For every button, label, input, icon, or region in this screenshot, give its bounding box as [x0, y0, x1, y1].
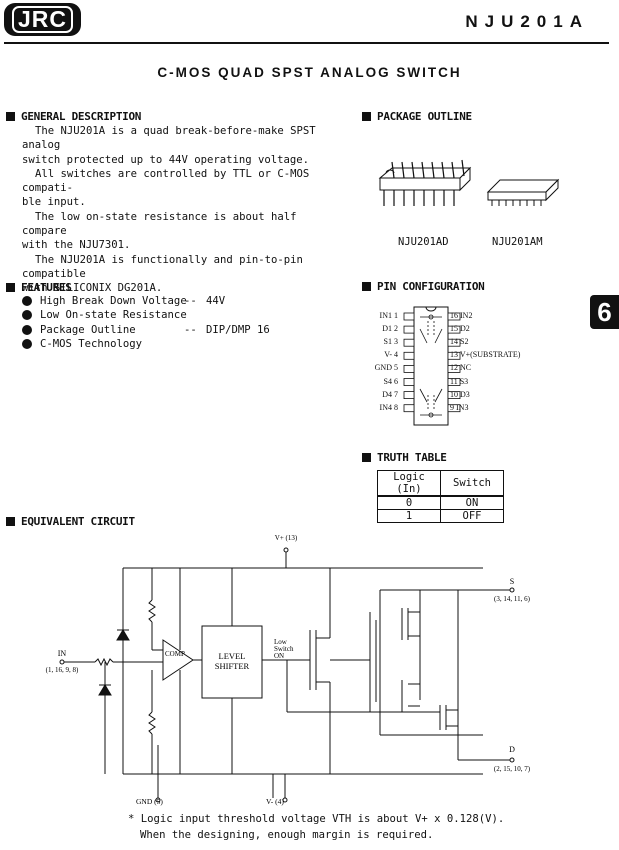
header-rule	[4, 42, 609, 44]
pin-label: 11 S3	[450, 376, 469, 386]
circuit-switch-label: Switch	[274, 645, 294, 653]
jrc-logo: JRC	[4, 3, 81, 36]
circuit-comp: COMP	[165, 650, 185, 658]
pin-box	[403, 365, 415, 373]
footnote: * Logic input threshold voltage VTH is a…	[128, 811, 504, 843]
pin-box	[447, 391, 461, 399]
dmp16-package-icon	[486, 178, 560, 206]
pin-box	[403, 404, 415, 413]
pin-label: S4 6	[383, 376, 398, 386]
table-header-row: Logic (In) Switch	[377, 470, 504, 497]
pin-box	[447, 351, 461, 360]
column-header: Logic (In)	[377, 470, 441, 497]
pin-box	[403, 338, 415, 347]
pin-label: IN1 1	[379, 311, 398, 320]
description-line: The NJU201A is functionally and pin-to-p…	[22, 253, 303, 280]
description-line: The NJU201A is a quad break-before-make …	[22, 125, 316, 152]
pin-label: 10 D3	[450, 389, 470, 399]
truth-table: Logic (In) Switch 0 ON 1 OFF	[377, 470, 504, 523]
circuit-gnd: GND (5)	[136, 797, 163, 806]
pin-configuration-heading: PIN CONFIGURATION	[362, 280, 485, 293]
package-label-dip: NJU201AD	[398, 236, 449, 248]
part-number: NJU201A	[465, 12, 589, 31]
dip16-package-icon	[378, 159, 472, 206]
pin-box	[403, 391, 415, 399]
pin-label: D1 2	[382, 324, 398, 334]
equivalent-circuit-heading: EQUIVALENT CIRCUIT	[6, 515, 135, 528]
pin-box	[403, 325, 415, 334]
circuit-d-pins: (2, 15, 10, 7)	[494, 765, 531, 773]
pin-label: 14 S2	[450, 337, 469, 347]
bullet-icon	[22, 296, 32, 306]
table-cell: 0	[377, 495, 441, 510]
pin-label: 9 IN3	[450, 402, 469, 412]
table-row: 0 ON	[377, 495, 504, 510]
footnote-line: * Logic input threshold voltage VTH is a…	[128, 813, 505, 825]
description-line: switch protected up to 44V operating vol…	[22, 153, 310, 166]
package-label-dmp: NJU201AM	[492, 236, 543, 248]
page-title: C-MOS QUAD SPST ANALOG SWITCH	[157, 65, 462, 80]
table-row: 1 OFF	[377, 509, 504, 523]
circuit-on-label: ON	[274, 652, 284, 660]
pin-label: 15 D2	[450, 324, 470, 334]
circuit-d-label: D	[509, 745, 515, 754]
bullet-icon	[22, 324, 32, 335]
general-description: The NJU201A is a quad break-before-make …	[22, 124, 342, 296]
circuit-level-label: LEVEL	[219, 651, 246, 661]
circuit-vplus: V+ (13)	[275, 534, 298, 542]
pin-label: V- 4	[384, 350, 398, 360]
column-header: Switch	[440, 470, 504, 497]
description-line: All switches are controlled by TTL or C-…	[22, 167, 310, 195]
pin-box	[447, 378, 461, 386]
circuit-in-label: IN	[58, 649, 67, 658]
description-line: with the NJU7301.	[22, 239, 131, 252]
package-outline-heading: PACKAGE OUTLINE	[362, 110, 472, 123]
general-description-heading: GENERAL DESCRIPTION	[6, 110, 141, 123]
equivalent-circuit-diagram: IN (1, 16, 9, 8) V+ (13) COMP LEVEL SHIF…	[46, 534, 531, 806]
package-drawings	[378, 159, 560, 206]
footnote-line: When the designing, enough margin is req…	[140, 829, 434, 841]
pin-diagram	[403, 306, 461, 426]
pin-box	[447, 338, 461, 347]
pin-label: IN4 8	[379, 402, 398, 412]
truth-table-heading: TRUTH TABLE	[362, 451, 447, 464]
pin-box	[403, 378, 415, 386]
circuit-vminus: V- (4)	[266, 797, 284, 806]
pin-box	[447, 404, 461, 413]
circuit-in-pins: (1, 16, 9, 8)	[46, 666, 79, 674]
pin-label: GND 5	[374, 363, 398, 373]
circuit-low-label: Low	[274, 638, 288, 646]
description-line: ble input.	[22, 196, 86, 209]
pin-label: 16 IN2	[450, 311, 473, 320]
features-heading: FEATURES	[6, 281, 72, 294]
pin-label: 12 NC	[450, 363, 472, 373]
pin-box	[403, 351, 415, 360]
bullet-icon	[22, 338, 32, 349]
circuit-s-pins: (3, 14, 11, 6)	[494, 595, 531, 603]
circuit-s-label: S	[510, 577, 514, 586]
circuit-shifter-label: SHIFTER	[215, 661, 250, 671]
pin-label: D4 7	[382, 389, 398, 399]
pin-box	[447, 325, 461, 334]
table-cell: 1	[377, 509, 441, 523]
pin-box	[447, 312, 461, 321]
section-tab: 6	[590, 295, 619, 329]
pin-box	[447, 365, 461, 373]
description-line: The low on-state resistance is about hal…	[22, 210, 297, 238]
pin-label: 13 V+(SUBSTRATE)	[450, 350, 521, 360]
pin-box	[403, 312, 415, 321]
table-cell: ON	[440, 495, 504, 510]
table-cell: OFF	[440, 509, 504, 523]
pin-label: S1 3	[383, 337, 398, 347]
bullet-icon	[22, 310, 32, 321]
